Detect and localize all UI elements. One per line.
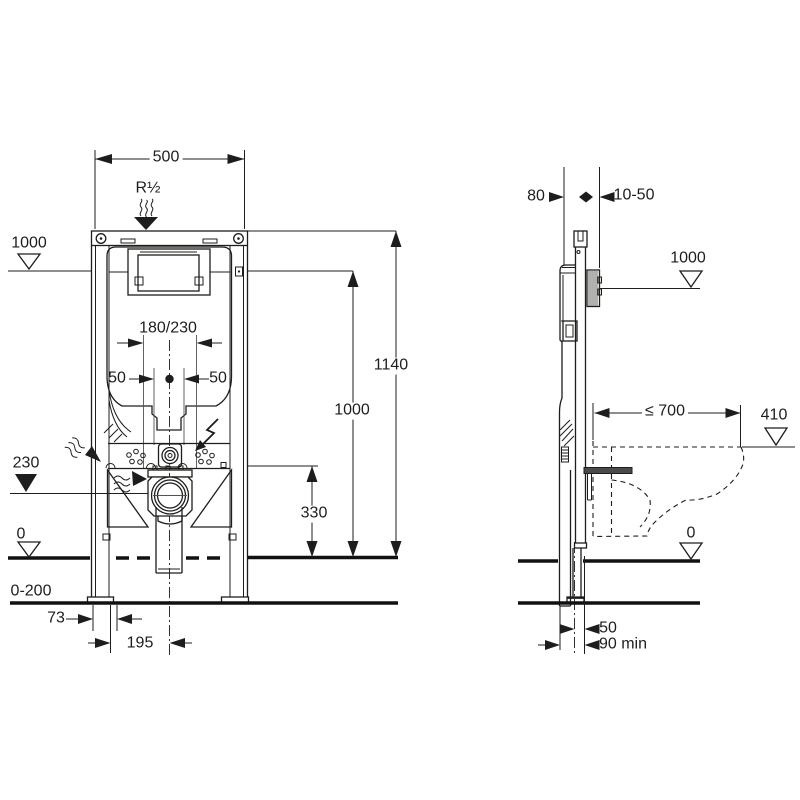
dim-label-pan-top-level: 410	[760, 406, 788, 424]
dim-label-outlet-min: 90 min	[598, 635, 648, 653]
side-level-1000-marker	[600, 270, 704, 289]
flush-arrow-icon-2	[113, 471, 147, 493]
side-cistern	[558, 264, 578, 650]
dim-label-offset-right: 50	[209, 369, 227, 387]
flush-bend	[10, 465, 233, 574]
side-view-drawing	[518, 167, 795, 654]
dim-label-pan-length: ≤ 700	[642, 403, 688, 421]
dim-label-actuation-level: 1000	[670, 249, 706, 267]
lightning-icon	[195, 418, 219, 451]
dim-label-width: 500	[149, 149, 183, 167]
dim-label-outlet-offset: 50	[599, 619, 617, 637]
water-supply-arrow-icon	[134, 198, 158, 230]
dim-label-actuation-height: 1000	[331, 402, 373, 420]
dim-label-side-floor-level: 0	[686, 524, 696, 542]
dim-label-total-height: 1140	[370, 357, 412, 375]
bolt-spacing-dimension	[117, 335, 222, 468]
front-floor-lines	[8, 541, 398, 605]
frame-outline	[86, 230, 250, 604]
dim-label-frame-offset: 73	[47, 609, 65, 627]
dim-label-water-supply: R½	[135, 179, 161, 197]
side-rail	[566, 230, 588, 654]
dim-label-outlet-level: 230	[12, 454, 40, 472]
pan-top-level-marker	[742, 427, 795, 448]
bottom-rail-fittings	[105, 442, 230, 470]
dim-label-frame-depth: 80	[527, 187, 545, 205]
side-floor-lines	[518, 542, 704, 605]
wc-pan-outline	[583, 441, 745, 538]
flush-arrow-icon	[64, 437, 101, 462]
side-top-dimensions	[549, 167, 615, 268]
dim-label-bolt-spacing: 180/230	[139, 319, 197, 337]
front-level-1000-marker	[8, 253, 353, 272]
side-bottom-dimensions	[538, 556, 600, 654]
front-level-230-marker	[15, 474, 37, 492]
front-bottom-dimensions	[66, 605, 192, 653]
dim-label-center-distance: 195	[126, 634, 154, 652]
dim-label-outlet-height: 330	[297, 505, 331, 523]
flush-actuation-plate	[586, 269, 602, 308]
dim-label-offset-left: 50	[108, 369, 126, 387]
dim-label-upper-level: 1000	[11, 234, 47, 252]
dim-label-wall-clearance: 10-50	[613, 186, 655, 204]
dim-label-floor-level: 0	[16, 525, 26, 543]
pan-fixing-bar	[583, 467, 633, 474]
cistern	[103, 246, 233, 443]
dim-label-floor-range: 0-200	[10, 582, 52, 600]
